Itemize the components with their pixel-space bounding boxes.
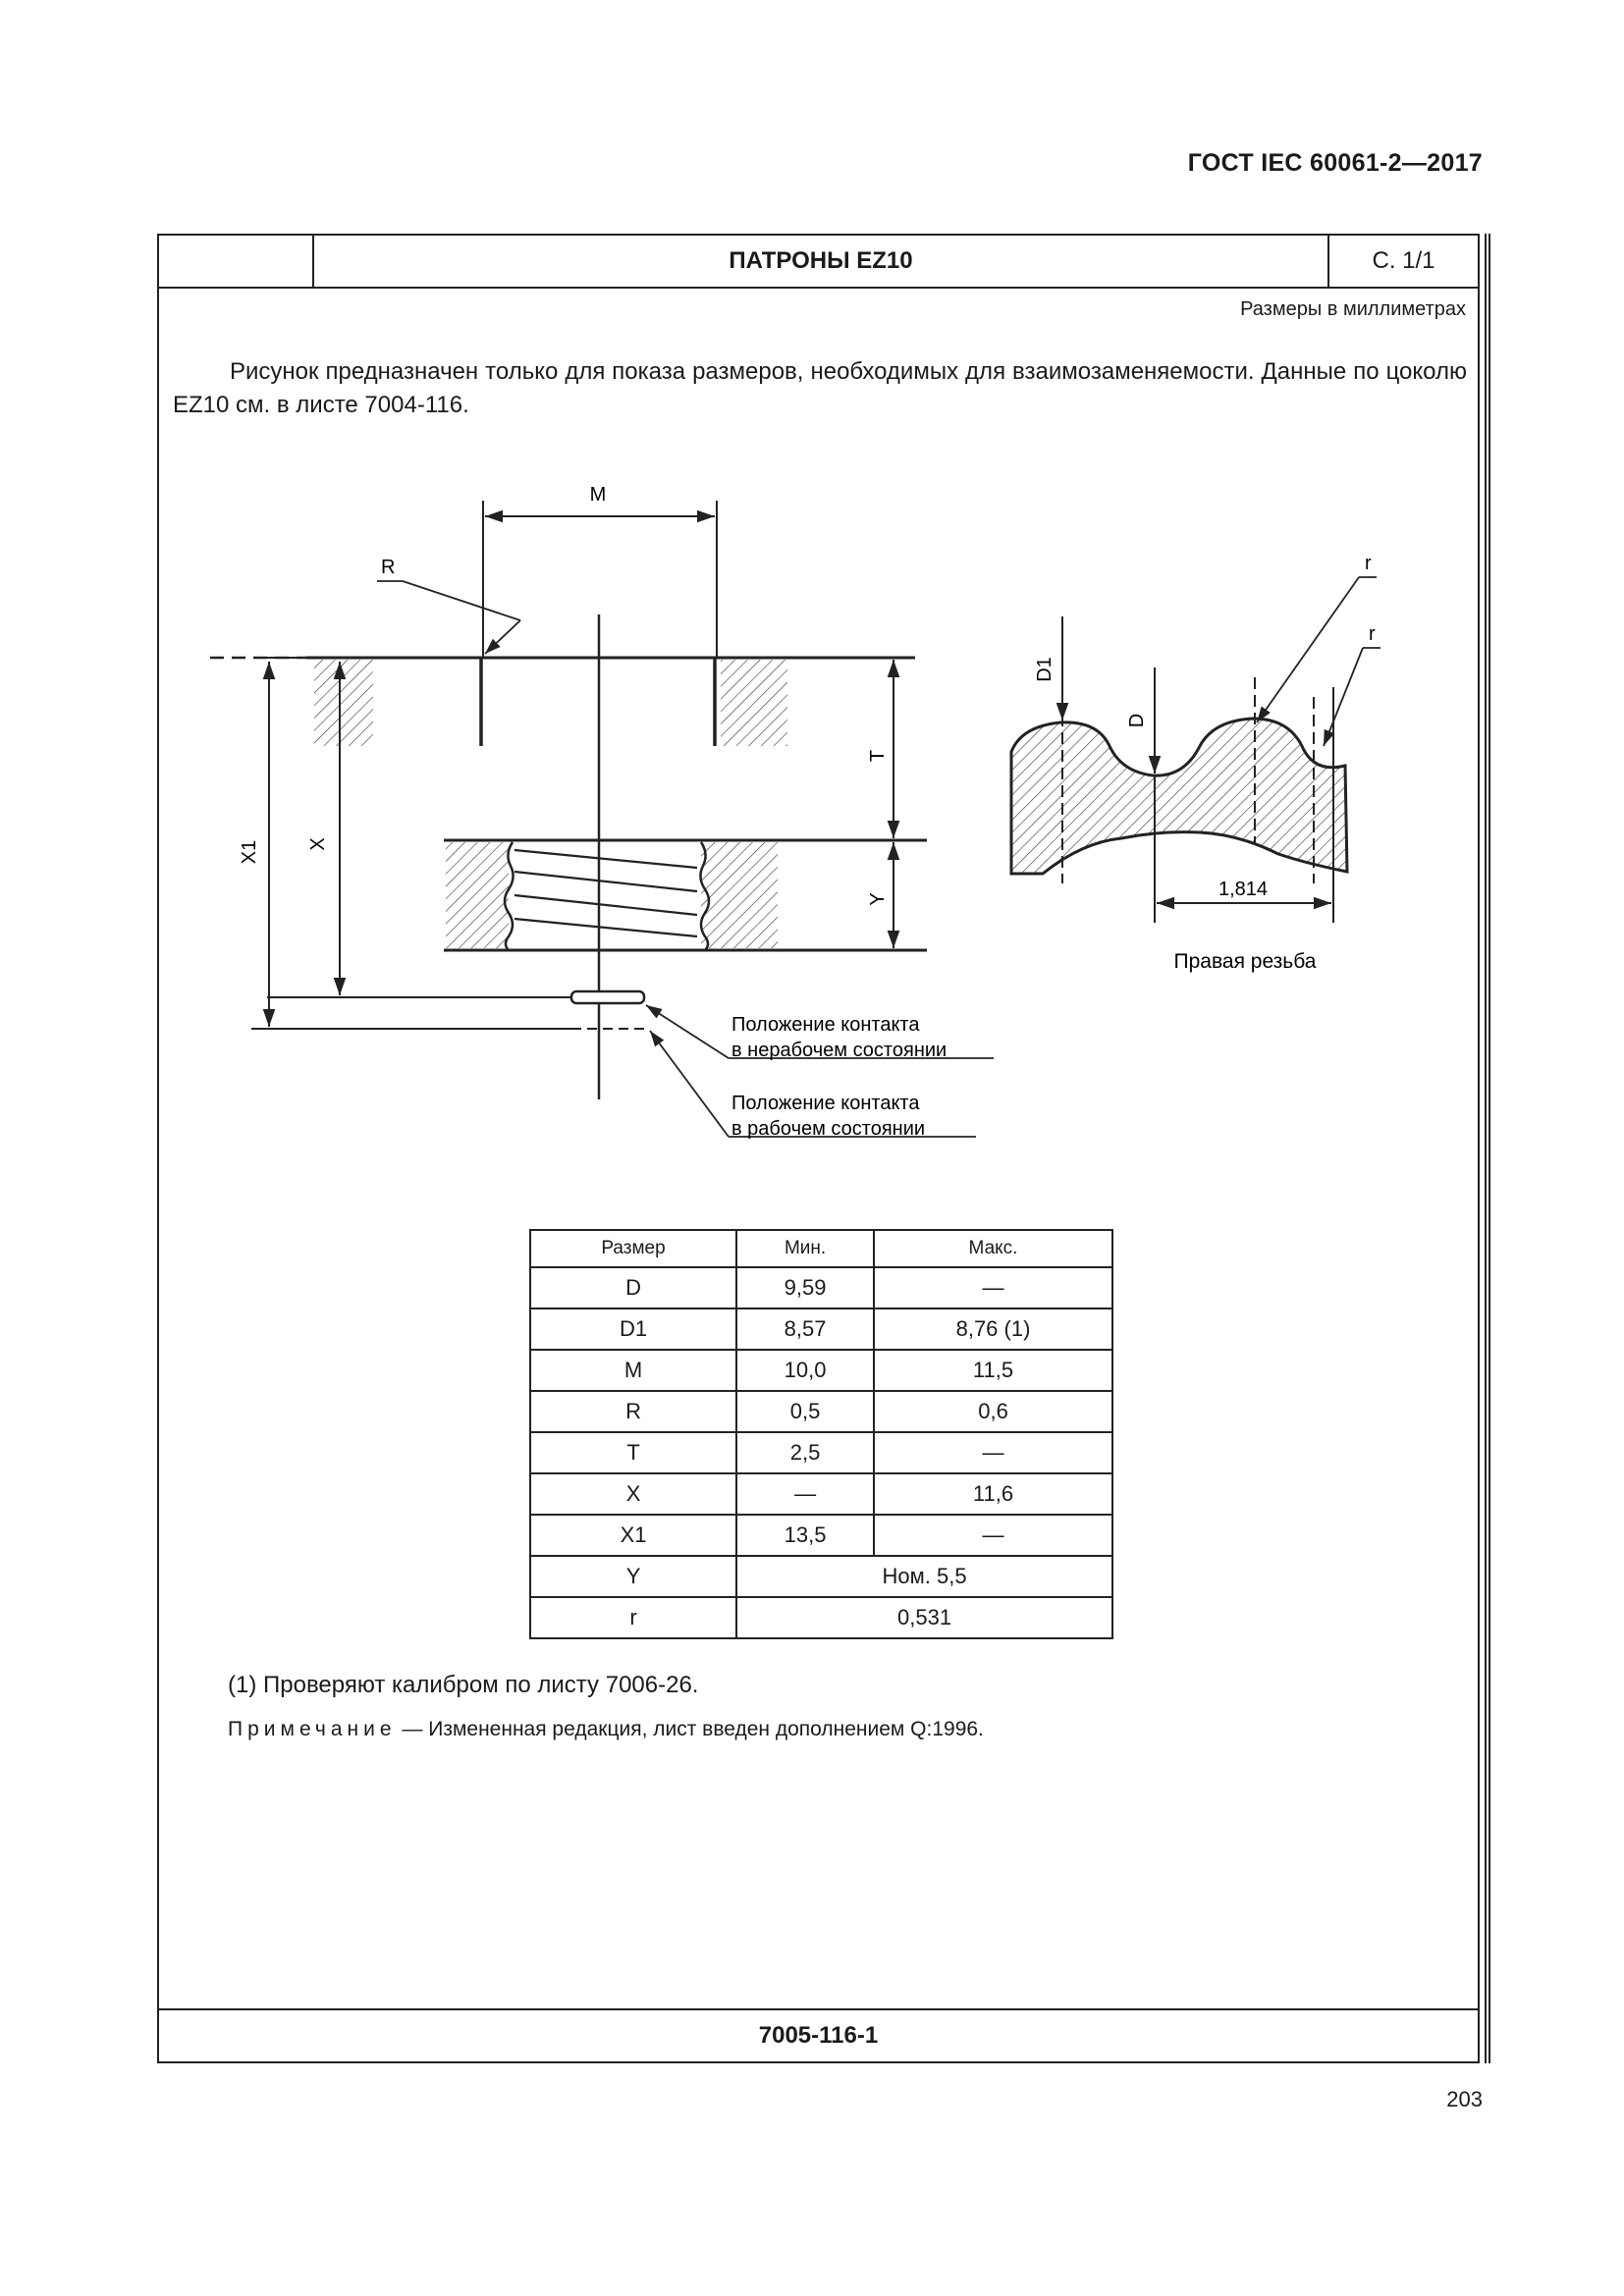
contact-lines bbox=[251, 989, 650, 1030]
technical-drawing: M R T Y bbox=[210, 484, 1380, 1140]
contact-off-label-2: в нерабочем состоянии bbox=[731, 1040, 947, 1061]
cell-name: D1 bbox=[528, 1308, 738, 1351]
page-number: 203 bbox=[1446, 2087, 1483, 2111]
table-row: r 0,531 bbox=[528, 1596, 1113, 1639]
note: Примечание — Измененная редакция, лист в… bbox=[228, 1718, 984, 1741]
cell-name: R bbox=[528, 1390, 738, 1433]
cell-max: 11,6 bbox=[873, 1472, 1113, 1516]
header-min: Мин. bbox=[735, 1229, 876, 1268]
sheet-index: С. 1/1 bbox=[1372, 247, 1435, 274]
cell-max: — bbox=[873, 1514, 1113, 1557]
cell-span: 0,531 bbox=[735, 1596, 1113, 1639]
contact-leaders: Положение контакта в нерабочем состоянии… bbox=[645, 1004, 994, 1140]
cell-min: — bbox=[735, 1472, 876, 1516]
cell-max: 11,5 bbox=[873, 1349, 1113, 1392]
cell-max: 0,6 bbox=[873, 1390, 1113, 1433]
thread-caption: Правая резьба bbox=[1174, 950, 1317, 973]
cell-min: 9,59 bbox=[735, 1266, 876, 1309]
cell-min: 13,5 bbox=[735, 1514, 876, 1557]
label-r-small-2: r bbox=[1369, 623, 1376, 645]
cell-max: 8,76 (1) bbox=[873, 1308, 1113, 1351]
header-max: Макс. bbox=[873, 1229, 1113, 1268]
cell-name: X bbox=[528, 1472, 738, 1516]
label-x: X bbox=[307, 837, 329, 850]
label-r: R bbox=[381, 557, 395, 578]
table-row: D1 8,57 8,76 (1) bbox=[528, 1308, 1113, 1351]
label-m: M bbox=[590, 484, 607, 506]
contact-on-label-1: Положение контакта bbox=[731, 1093, 920, 1114]
table-row: T 2,5 — bbox=[528, 1431, 1113, 1474]
cell-min: 2,5 bbox=[735, 1431, 876, 1474]
contact-on-label-2: в рабочем состоянии bbox=[731, 1118, 925, 1140]
title-left-cell bbox=[159, 236, 314, 287]
footnote: (1) Проверяют калибром по листу 7006-26. bbox=[228, 1672, 699, 1698]
units-note: Размеры в миллиметрах bbox=[1240, 298, 1466, 320]
table-row: Y Ном. 5,5 bbox=[528, 1555, 1113, 1598]
label-t: T bbox=[867, 750, 889, 762]
label-d1: D1 bbox=[1034, 657, 1056, 682]
dimension-x-x1: X X1 bbox=[239, 657, 347, 1027]
header-size: Размер bbox=[528, 1229, 738, 1268]
contact-off-label-1: Положение контакта bbox=[731, 1014, 920, 1036]
cell-name: r bbox=[528, 1596, 738, 1639]
radius-r-callout: R bbox=[377, 557, 521, 655]
sheet-frame: ПАТРОНЫ EZ10 С. 1/1 Размеры в миллиметра… bbox=[157, 234, 1480, 2063]
label-x1: X1 bbox=[239, 840, 260, 864]
cell-name: M bbox=[528, 1349, 738, 1392]
label-pitch: 1,814 bbox=[1218, 879, 1268, 900]
label-y: Y bbox=[867, 892, 889, 905]
thread-profile-detail: D1 D 1,814 r r Правая резьба bbox=[1009, 553, 1380, 973]
frame-edge-double-line bbox=[1485, 234, 1490, 2063]
cell-max: — bbox=[873, 1266, 1113, 1309]
table-row: M 10,0 11,5 bbox=[528, 1349, 1113, 1392]
cell-min: 0,5 bbox=[735, 1390, 876, 1433]
table-row: X — 11,6 bbox=[528, 1472, 1113, 1516]
cell-name: Y bbox=[528, 1555, 738, 1598]
standard-designation: ГОСТ IEC 60061-2—2017 bbox=[1187, 149, 1483, 177]
cell-min: 10,0 bbox=[735, 1349, 876, 1392]
cell-name: D bbox=[528, 1266, 738, 1309]
cell-name: X1 bbox=[528, 1514, 738, 1557]
sheet-number: 7005-116-1 bbox=[159, 2008, 1478, 2061]
dimensions-table: Размер Мин. Макс. D 9,59 — D1 8,57 8,76 … bbox=[528, 1229, 1113, 1639]
intro-paragraph: Рисунок предназначен только для показа р… bbox=[173, 358, 1467, 418]
table-row: D 9,59 — bbox=[528, 1266, 1113, 1309]
sheet-title: ПАТРОНЫ EZ10 bbox=[314, 236, 1329, 287]
table-row: X1 13,5 — bbox=[528, 1514, 1113, 1557]
table-row: R 0,5 0,6 bbox=[528, 1390, 1113, 1433]
dimension-m: M bbox=[482, 484, 718, 658]
table-header-row: Размер Мин. Макс. bbox=[528, 1229, 1113, 1268]
cell-span: Ном. 5,5 bbox=[735, 1555, 1113, 1598]
label-r-small-1: r bbox=[1365, 553, 1372, 574]
threaded-section bbox=[444, 838, 927, 952]
note-label: Примечание bbox=[228, 1718, 397, 1740]
top-surface bbox=[210, 656, 915, 746]
cell-max: — bbox=[873, 1431, 1113, 1474]
title-block: ПАТРОНЫ EZ10 С. 1/1 bbox=[159, 236, 1478, 289]
cell-min: 8,57 bbox=[735, 1308, 876, 1351]
note-text: — Измененная редакция, лист введен допол… bbox=[396, 1718, 984, 1740]
dimension-t-y: T Y bbox=[867, 660, 900, 948]
label-d: D bbox=[1126, 714, 1148, 727]
cell-name: T bbox=[528, 1431, 738, 1474]
